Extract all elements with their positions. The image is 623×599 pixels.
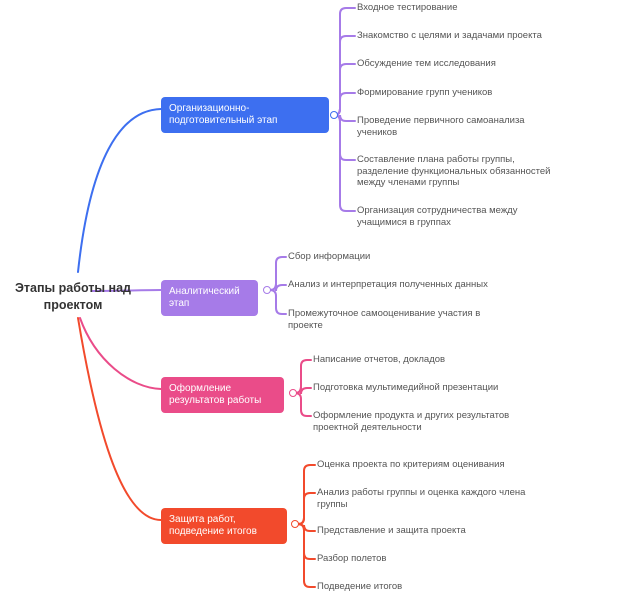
- expand-dot[interactable]: [263, 286, 271, 294]
- root-link: [79, 317, 162, 390]
- leaf-item[interactable]: Составление плана работы группы, разделе…: [357, 154, 551, 188]
- leaf-item[interactable]: Представление и защита проекта: [317, 525, 466, 536]
- leaf-item[interactable]: Знакомство с целями и задачами проекта: [357, 30, 542, 41]
- leaf-link: [294, 523, 316, 588]
- expand-dot[interactable]: [330, 111, 338, 119]
- leaf-item[interactable]: Оценка проекта по критериям оценивания: [317, 459, 505, 470]
- stage-node-results[interactable]: Оформление результатов работы: [161, 377, 284, 413]
- leaf-link: [333, 114, 356, 161]
- leaf-item[interactable]: Подготовка мультимедийной презентации: [313, 382, 499, 393]
- leaf-item[interactable]: Промежуточное самооценивание участия в п…: [288, 308, 481, 331]
- leaf-link: [292, 359, 312, 394]
- leaf-item[interactable]: Входное тестирование: [357, 2, 458, 13]
- stage-title: Организационно-подготовительный этап: [169, 103, 278, 126]
- expand-dot[interactable]: [291, 520, 299, 528]
- leaf-link: [266, 256, 287, 291]
- stage-title: Аналитический этап: [169, 286, 240, 309]
- leaf-link: [333, 63, 356, 116]
- stage-title: Защита работ, подведение итогов: [169, 514, 257, 537]
- root-link: [77, 317, 162, 521]
- leaf-link: [333, 35, 356, 116]
- root-link: [77, 108, 162, 273]
- leaf-link: [292, 392, 312, 417]
- leaf-link: [294, 523, 316, 560]
- root-node[interactable]: Этапы работы над проектом: [14, 281, 131, 312]
- stage-node-analytical[interactable]: Аналитический этап: [161, 280, 258, 316]
- stage-node-defense[interactable]: Защита работ, подведение итогов: [161, 508, 287, 544]
- leaf-item[interactable]: Сбор информации: [288, 251, 371, 262]
- leaf-item[interactable]: Подведение итогов: [317, 581, 403, 592]
- leaf-item[interactable]: Формирование групп учеников: [357, 87, 493, 98]
- leaf-item[interactable]: Обсуждение тем исследования: [357, 58, 496, 69]
- stage-node-organizational[interactable]: Организационно-подготовительный этап: [161, 97, 329, 133]
- leaf-item[interactable]: Проведение первичного самоанализа ученик…: [357, 115, 525, 138]
- stage-title: Оформление результатов работы: [169, 383, 262, 406]
- leaf-item[interactable]: Оформление продукта и других результатов…: [313, 410, 510, 433]
- leaf-item[interactable]: Разбор полетов: [317, 553, 387, 564]
- leaf-link: [266, 289, 287, 315]
- leaf-link: [294, 492, 316, 525]
- leaf-item[interactable]: Анализ работы группы и оценка каждого чл…: [317, 487, 526, 510]
- leaf-item[interactable]: Организация сотрудничества между учащими…: [357, 205, 518, 228]
- leaf-item[interactable]: Анализ и интерпретация полученных данных: [288, 279, 488, 290]
- leaf-link: [333, 114, 356, 212]
- leaf-link: [333, 7, 356, 116]
- leaf-link: [294, 464, 316, 525]
- expand-dot[interactable]: [289, 389, 297, 397]
- leaf-item[interactable]: Написание отчетов, докладов: [313, 354, 446, 365]
